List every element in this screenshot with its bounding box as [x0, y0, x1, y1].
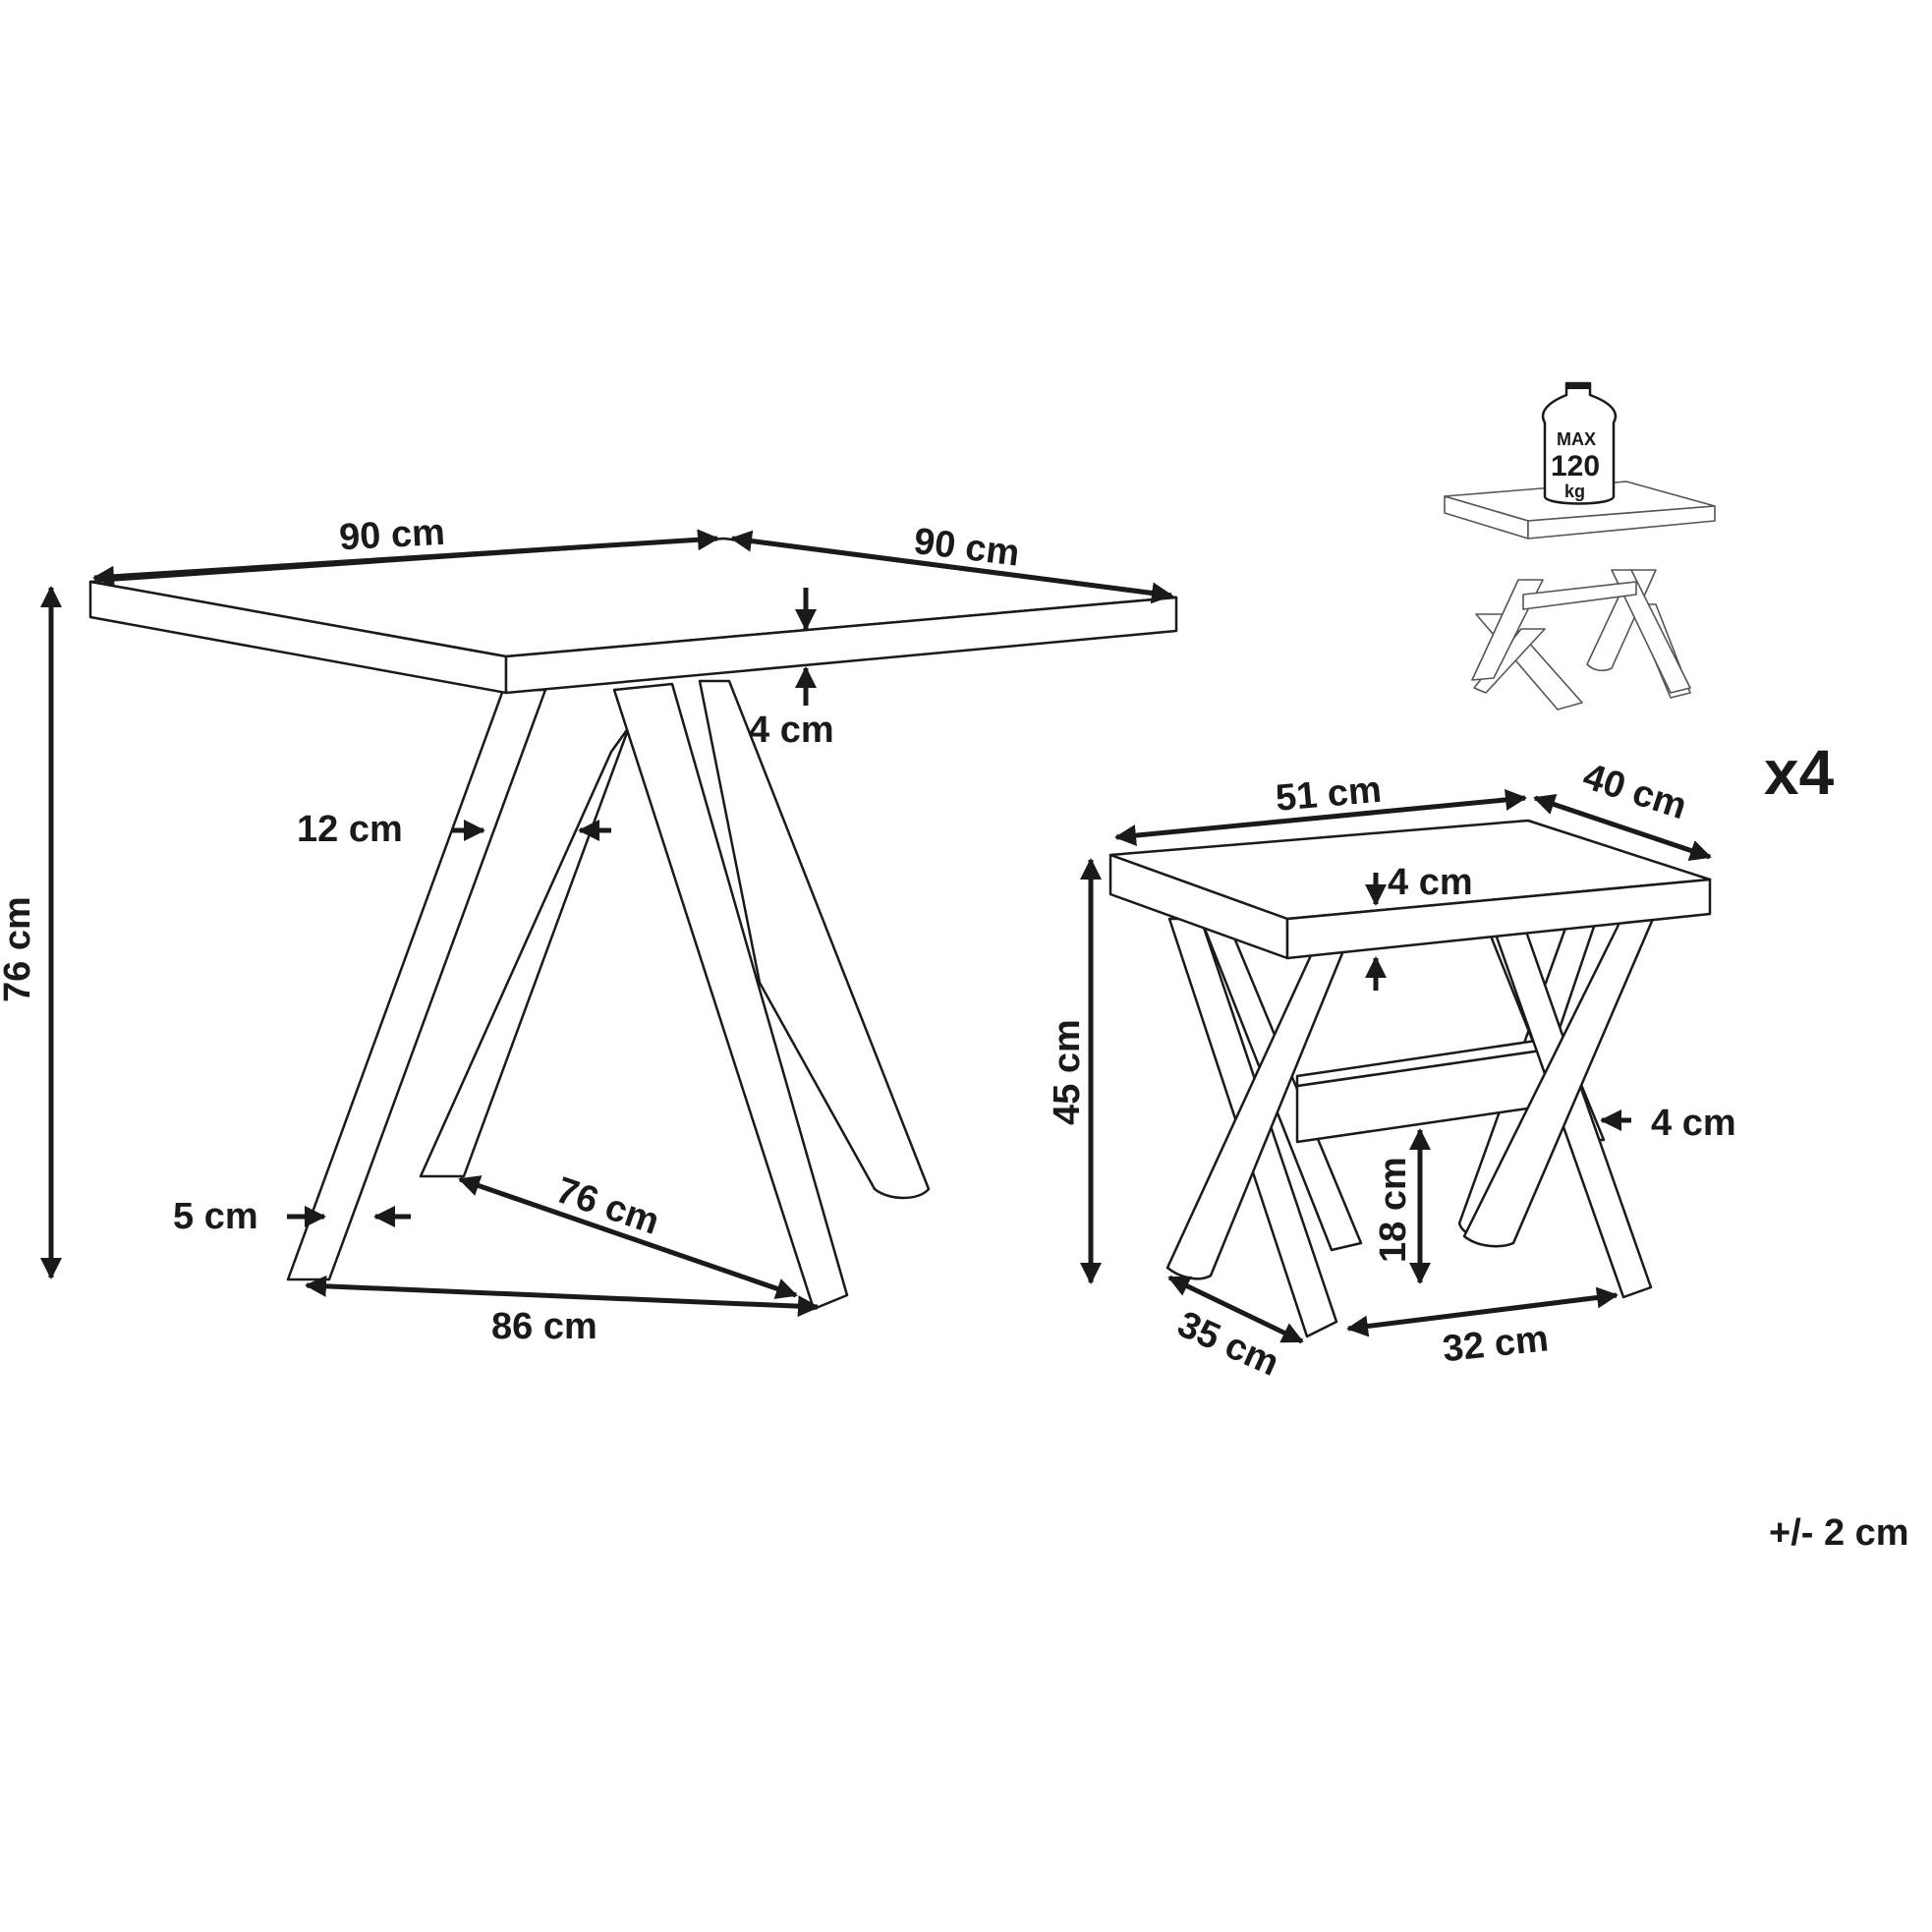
table-leg-width-label: 12 cm — [297, 809, 403, 850]
stool-drawing — [1108, 819, 1712, 1338]
table-height-label: 76 cm — [0, 896, 38, 1002]
stool-base-width-label: 32 cm — [1441, 1318, 1551, 1370]
stool-leg-thickness-label: 4 cm — [1651, 1103, 1736, 1144]
stool-base-depth-label: 35 cm — [1171, 1304, 1285, 1385]
table-dimensions — [40, 529, 1173, 1318]
table-width-label: 90 cm — [338, 512, 446, 559]
stool-quantity-label: x4 — [1764, 737, 1835, 808]
table-leg-front-right — [612, 682, 849, 1311]
max-load-line3: kg — [1564, 482, 1585, 501]
stool-depth-arrow — [1533, 793, 1712, 862]
stool-width-arrow — [1114, 788, 1527, 847]
stool-dimensions — [1080, 788, 1712, 1344]
max-load-line2: 120 — [1551, 450, 1600, 483]
table-leg-back-left — [419, 725, 631, 1178]
table-leg-span-front-arrow — [305, 1275, 820, 1318]
stool-base-depth-arrow — [1167, 1275, 1304, 1344]
table-leg-thickness-label: 5 cm — [173, 1196, 258, 1237]
weight-icon: MAX 120 kg — [1541, 381, 1618, 505]
table-depth-arrow — [730, 530, 1173, 604]
stool-base-width-arrow — [1346, 1286, 1619, 1337]
stool-top-edge-side — [1285, 878, 1712, 960]
table-leg-span-front-label: 86 cm — [491, 1306, 597, 1347]
stool-shelf-height-label: 18 cm — [1373, 1157, 1414, 1263]
max-load-icon: MAX 120 kg — [1444, 381, 1716, 710]
tolerance-label: +/- 2 cm — [1769, 1512, 1909, 1554]
table-width-arrow — [92, 529, 719, 588]
table-top-edge-right — [504, 596, 1178, 695]
stool-leg-front-right-b — [1462, 917, 1655, 1248]
stool-top-thickness-label: 4 cm — [1388, 862, 1473, 903]
stool-height-label: 45 cm — [1047, 1019, 1088, 1125]
stool-width-label: 51 cm — [1274, 769, 1383, 820]
max-load-line1: MAX — [1557, 429, 1596, 449]
table-top-thickness-label: 4 cm — [749, 710, 834, 751]
table-leg-back-right — [698, 679, 931, 1200]
